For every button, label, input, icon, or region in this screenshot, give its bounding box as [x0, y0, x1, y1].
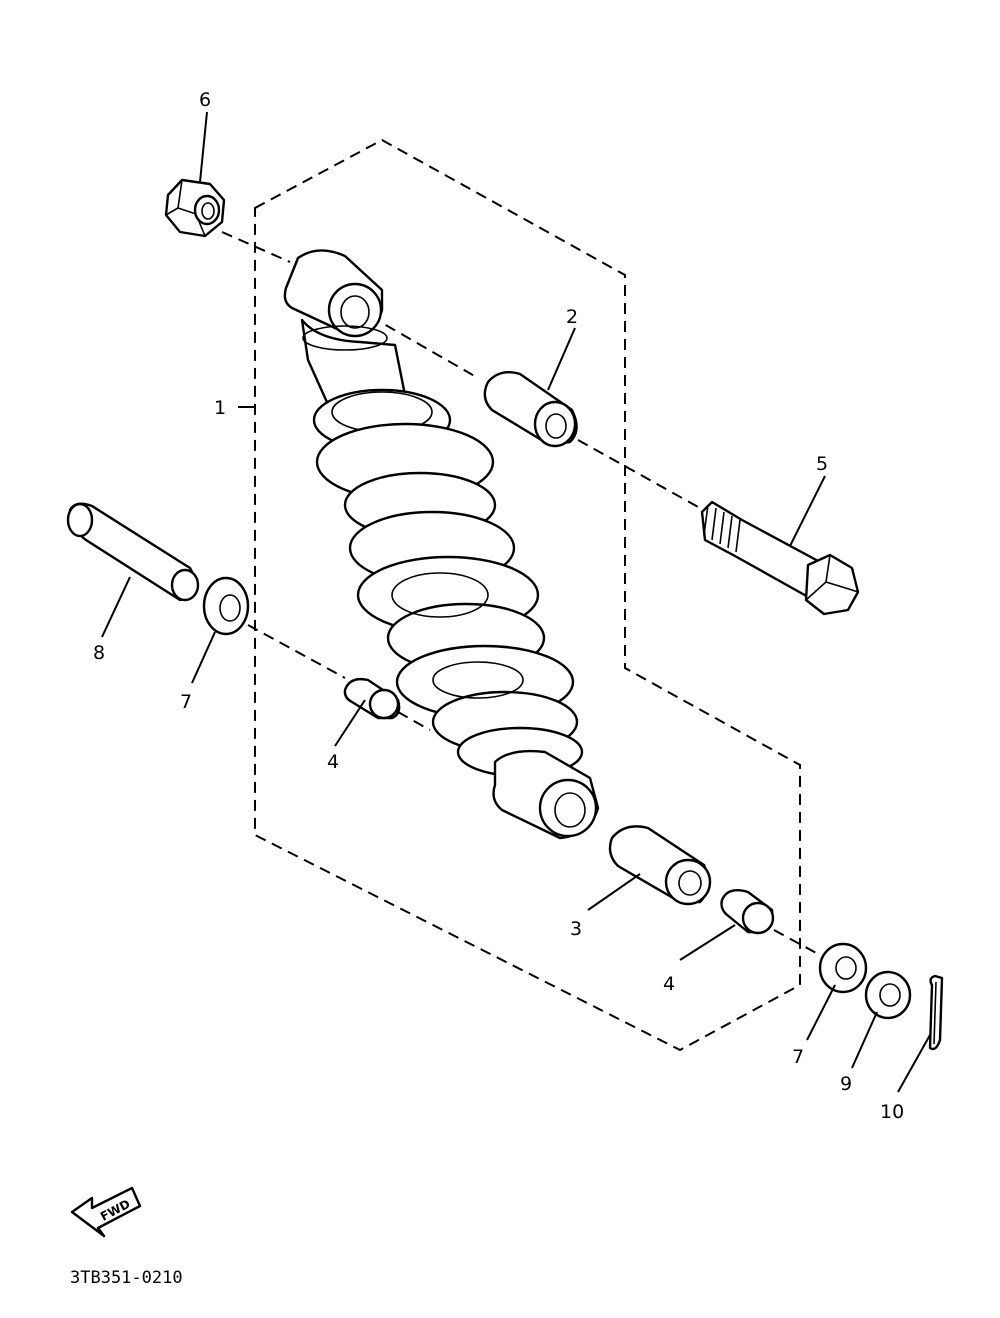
- collar-part-4-left: [343, 677, 401, 720]
- axis-line-nut: [221, 231, 291, 263]
- callout-9: 9: [840, 1073, 852, 1095]
- callout-6: 6: [199, 89, 211, 111]
- callout-2: 2: [566, 306, 578, 328]
- washer-part-9: [864, 970, 912, 1020]
- shaft-part-8: [66, 502, 200, 602]
- axis-line-right-washer: [773, 929, 821, 956]
- forward-arrow-icon: FWD: [70, 1186, 142, 1238]
- collar-part-3: [608, 825, 712, 906]
- nut-part-6: [164, 178, 226, 238]
- callout-1: 1: [214, 397, 226, 419]
- axis-line-bolt: [577, 439, 701, 509]
- leader-lines: [101, 111, 931, 1093]
- drawing-code: 3TB351-0210: [70, 1268, 183, 1288]
- shock-absorber-part-1: [283, 249, 600, 840]
- axis-line-left-collar: [397, 711, 431, 731]
- bolt-part-5: [700, 500, 860, 616]
- collar-part-2: [483, 371, 578, 448]
- callout-5: 5: [816, 453, 828, 475]
- washer-part-7-left: [202, 576, 250, 636]
- callout-10: 10: [880, 1101, 904, 1123]
- callout-7-left: 7: [180, 691, 192, 713]
- callout-4-left: 4: [327, 751, 339, 773]
- cotter-pin-part-10: [928, 974, 944, 1051]
- axis-lines: [221, 231, 821, 956]
- assembly-boundary: [254, 138, 801, 1052]
- washer-part-7-right: [818, 942, 868, 994]
- callout-8: 8: [93, 642, 105, 664]
- callout-3: 3: [570, 918, 582, 940]
- axis-line-upper-collar: [369, 315, 479, 379]
- callout-4-right: 4: [663, 973, 675, 995]
- callout-7-right: 7: [792, 1046, 804, 1068]
- axis-line-left-washer: [247, 624, 346, 679]
- collar-part-4-right: [720, 889, 775, 935]
